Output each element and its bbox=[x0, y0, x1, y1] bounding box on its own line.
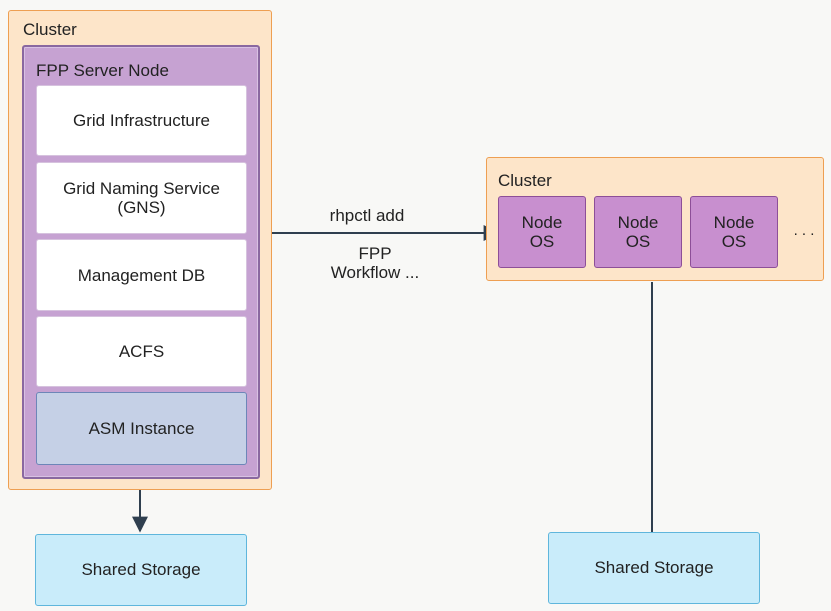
grid-infrastructure: Grid Infrastructure bbox=[36, 85, 247, 156]
connector-workflow-line2: Workflow ... bbox=[330, 263, 420, 282]
node-os-3-line2: OS bbox=[721, 232, 747, 251]
node-os-1: Node OS bbox=[498, 196, 586, 268]
more-nodes-ellipsis: . . . bbox=[793, 222, 815, 239]
fpp-server-node-label: FPP Server Node bbox=[36, 61, 169, 80]
connector-command-label: rhpctl add bbox=[329, 206, 405, 225]
connector-workflow-label: FPP Workflow ... bbox=[320, 244, 430, 282]
asm-instance-label: ASM Instance bbox=[88, 419, 195, 438]
node-os-1-line1: Node bbox=[521, 213, 563, 232]
right-shared-storage: Shared Storage bbox=[548, 532, 760, 604]
left-cluster-label: Cluster bbox=[23, 20, 77, 39]
management-db-label: Management DB bbox=[77, 265, 206, 285]
node-os-3: Node OS bbox=[690, 196, 778, 268]
acfs-label: ACFS bbox=[118, 342, 165, 361]
left-shared-storage: Shared Storage bbox=[35, 534, 247, 606]
right-shared-storage-label: Shared Storage bbox=[594, 558, 714, 577]
node-os-2-line1: Node bbox=[617, 213, 659, 232]
node-os-2-line2: OS bbox=[625, 232, 651, 251]
grid-naming-service-abbr: (GNS) bbox=[117, 198, 166, 217]
grid-infrastructure-label: Grid Infrastructure bbox=[73, 111, 210, 130]
left-shared-storage-label: Shared Storage bbox=[81, 560, 201, 579]
grid-naming-service-label: Grid Naming Service bbox=[63, 179, 220, 198]
node-os-1-line2: OS bbox=[529, 232, 555, 251]
management-db: Management DB bbox=[36, 239, 247, 311]
asm-instance: ASM Instance bbox=[36, 392, 247, 465]
right-cluster-label: Cluster bbox=[498, 171, 552, 190]
grid-naming-service: Grid Naming Service (GNS) bbox=[36, 162, 247, 234]
node-os-3-line1: Node bbox=[713, 213, 755, 232]
connector-workflow-line1: FPP bbox=[358, 244, 392, 263]
acfs: ACFS bbox=[36, 316, 247, 387]
node-os-2: Node OS bbox=[594, 196, 682, 268]
